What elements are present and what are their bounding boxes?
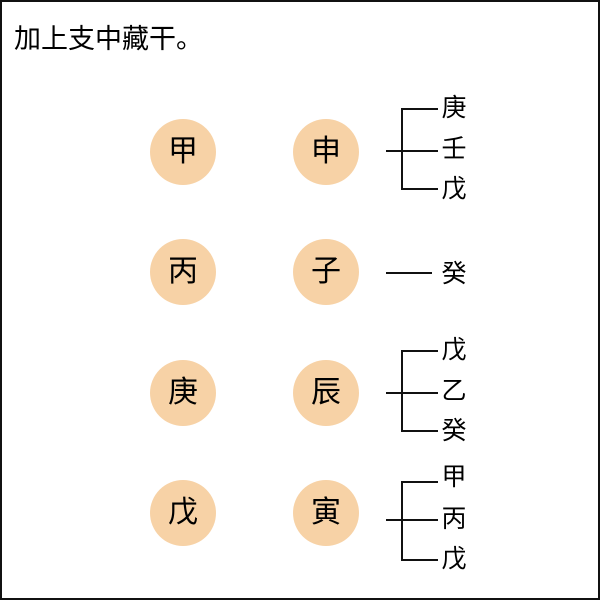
- hidden-stem: 戊: [441, 335, 467, 364]
- bracket-branch: [402, 481, 438, 483]
- heavenly-stem-circle: 庚: [150, 360, 216, 426]
- earthly-branch-circle: 辰: [293, 360, 359, 426]
- earthly-branch-circle: 寅: [293, 480, 359, 546]
- bracket-spine: [401, 350, 403, 432]
- heavenly-stem-circle: 甲: [150, 119, 216, 185]
- bracket-branch: [402, 150, 438, 152]
- bracket-branch: [402, 559, 438, 561]
- hidden-stem: 甲: [441, 462, 467, 491]
- bracket-branch: [402, 519, 438, 521]
- hidden-stem: 庚: [441, 93, 467, 122]
- earthly-branch-circle: 申: [293, 119, 359, 185]
- bracket-branch: [402, 430, 438, 432]
- hidden-stem: 癸: [441, 416, 467, 445]
- bracket-connector: [386, 150, 402, 152]
- bracket-spine: [401, 108, 403, 190]
- bracket-branch: [402, 350, 438, 352]
- bracket-connector: [386, 519, 402, 521]
- hidden-stem: 乙: [441, 376, 467, 405]
- heavenly-stem-circle: 戊: [150, 480, 216, 546]
- bracket-spine: [401, 481, 403, 561]
- hidden-stem: 戊: [441, 544, 467, 573]
- bracket-branch: [402, 108, 438, 110]
- single-connector: [386, 272, 432, 274]
- heavenly-stem-circle: 丙: [150, 239, 216, 305]
- hidden-stem: 丙: [441, 504, 467, 533]
- bracket-connector: [386, 392, 402, 394]
- bracket-branch: [402, 392, 438, 394]
- hidden-stem: 壬: [441, 134, 467, 163]
- hidden-stem: 癸: [441, 259, 467, 288]
- bracket-branch: [402, 188, 438, 190]
- hidden-stem: 戊: [441, 174, 467, 203]
- earthly-branch-circle: 子: [293, 239, 359, 305]
- title: 加上支中藏干。: [14, 24, 203, 55]
